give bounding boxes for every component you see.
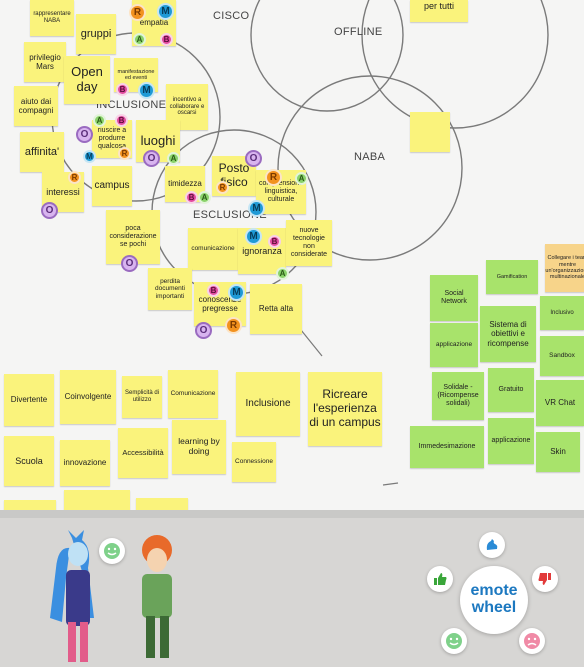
vote-dot: A — [198, 191, 211, 204]
emote-wheel-button[interactable]: emote wheel — [460, 566, 528, 634]
sticky-note[interactable]: Ricreare l'esperienza di un campus — [308, 372, 382, 446]
vote-dot: M — [138, 82, 155, 99]
sticky-note[interactable]: Gratuito — [488, 368, 534, 412]
sticky-note[interactable]: Accessibilità — [118, 428, 168, 478]
vote-dot: M — [248, 200, 265, 217]
sticky-note[interactable]: Connessione — [232, 442, 276, 482]
sticky-note[interactable]: campus — [92, 166, 132, 206]
emote-wheel-label-line1: emote — [470, 582, 518, 600]
sticky-note[interactable]: Solidale - (Ricompense solidali) — [432, 372, 484, 420]
sticky-note[interactable]: Sistema di obiettivi e ricompense — [480, 306, 536, 362]
vote-dot: R — [118, 147, 131, 160]
sticky-note[interactable]: nuove tecnologie non considerate — [286, 220, 332, 266]
vote-dot: M — [83, 150, 96, 163]
sticky-note[interactable]: affinita' — [20, 132, 64, 172]
vote-dot: M — [245, 228, 262, 245]
avatars — [50, 530, 172, 662]
vote-dot: O — [143, 150, 160, 167]
vote-dot: A — [295, 172, 308, 185]
vote-dot: R — [216, 181, 229, 194]
vote-dot: B — [160, 33, 173, 46]
sticky-note[interactable]: learning by doing — [172, 420, 226, 474]
vote-dot: A — [93, 114, 106, 127]
sticky-note[interactable]: gruppi — [76, 14, 116, 54]
sticky-note[interactable]: Semplicità di utilizzo — [122, 376, 162, 418]
vote-dot: A — [276, 267, 289, 280]
sticky-note[interactable]: applicazione — [430, 323, 478, 367]
sad-emote-icon[interactable] — [519, 628, 545, 654]
vote-dot: O — [121, 255, 138, 272]
sticky-note[interactable]: applicazione — [488, 418, 534, 464]
vote-dot: R — [225, 317, 242, 334]
sticky-note[interactable]: aiuto dai compagni — [14, 86, 58, 126]
sticky-note[interactable]: Immedesimazione — [410, 426, 484, 468]
sticky-note[interactable]: incentivo a collaborare e oscarsi — [166, 84, 208, 130]
sticky-note[interactable]: innovazione — [60, 440, 110, 486]
vote-dot: O — [195, 322, 212, 339]
sticky-note[interactable] — [410, 112, 450, 152]
muscle-emote-icon[interactable] — [479, 532, 505, 558]
sticky-note[interactable]: Social Network — [430, 275, 478, 321]
sticky-note[interactable]: Retta alta — [250, 284, 302, 334]
sticky-note[interactable]: per tutti — [410, 0, 468, 22]
vote-dot: R — [68, 171, 81, 184]
smile-emote-icon[interactable] — [441, 628, 467, 654]
sticky-note[interactable]: rappresentare NABA — [30, 0, 74, 36]
vote-dot: R — [129, 4, 146, 21]
vote-dot: M — [228, 284, 245, 301]
vote-dot: M — [157, 3, 174, 20]
vote-dot: B — [185, 191, 198, 204]
sticky-note[interactable]: Open day — [64, 56, 110, 104]
thumbs-down-icon[interactable] — [532, 566, 558, 592]
sticky-note[interactable]: VR Chat — [536, 380, 584, 426]
sticky-note[interactable]: Scuola — [4, 436, 54, 486]
label-cisco: CISCO — [213, 10, 250, 22]
sticky-note[interactable]: Comunicazione — [168, 370, 218, 418]
vote-dot: B — [268, 235, 281, 248]
smile-emote-icon[interactable] — [99, 538, 125, 564]
sticky-note[interactable]: Coinvolgente — [60, 370, 116, 424]
vote-dot: B — [116, 83, 129, 96]
sticky-note[interactable] — [64, 490, 130, 510]
sticky-note[interactable]: Divertente — [4, 374, 54, 426]
sticky-note[interactable]: Inclusione — [236, 372, 300, 436]
label-offline: OFFLINE — [334, 26, 383, 38]
thumbs-up-icon[interactable] — [427, 566, 453, 592]
vote-dot: O — [41, 202, 58, 219]
sticky-note[interactable]: Skin — [536, 432, 580, 472]
vote-dot: B — [115, 114, 128, 127]
sticky-note[interactable] — [4, 500, 56, 510]
vote-dot: O — [76, 126, 93, 143]
sticky-note[interactable]: comunicazione — [188, 228, 238, 270]
sticky-note[interactable]: Sandbox — [540, 336, 584, 376]
sticky-note[interactable]: privilegio Mars — [24, 42, 66, 82]
vote-dot: A — [167, 152, 180, 165]
whiteboard-canvas[interactable]: CISCO OFFLINE NABA INCLUSIONE ESCLUSIONE… — [0, 0, 584, 510]
sticky-note[interactable]: Gamification — [486, 260, 538, 294]
vote-dot: O — [245, 150, 262, 167]
avatar — [50, 530, 94, 662]
sticky-note[interactable] — [136, 498, 188, 510]
vote-dot: B — [207, 284, 220, 297]
vote-dot: R — [265, 169, 282, 186]
sticky-note[interactable]: Inclusivo — [540, 296, 584, 330]
label-inclusione: INCLUSIONE — [96, 99, 167, 111]
label-naba: NABA — [354, 151, 386, 163]
emote-wheel-label-line2: wheel — [471, 599, 517, 616]
vote-dot: A — [133, 33, 146, 46]
sticky-note[interactable]: perdita documenti importanti — [148, 268, 192, 310]
